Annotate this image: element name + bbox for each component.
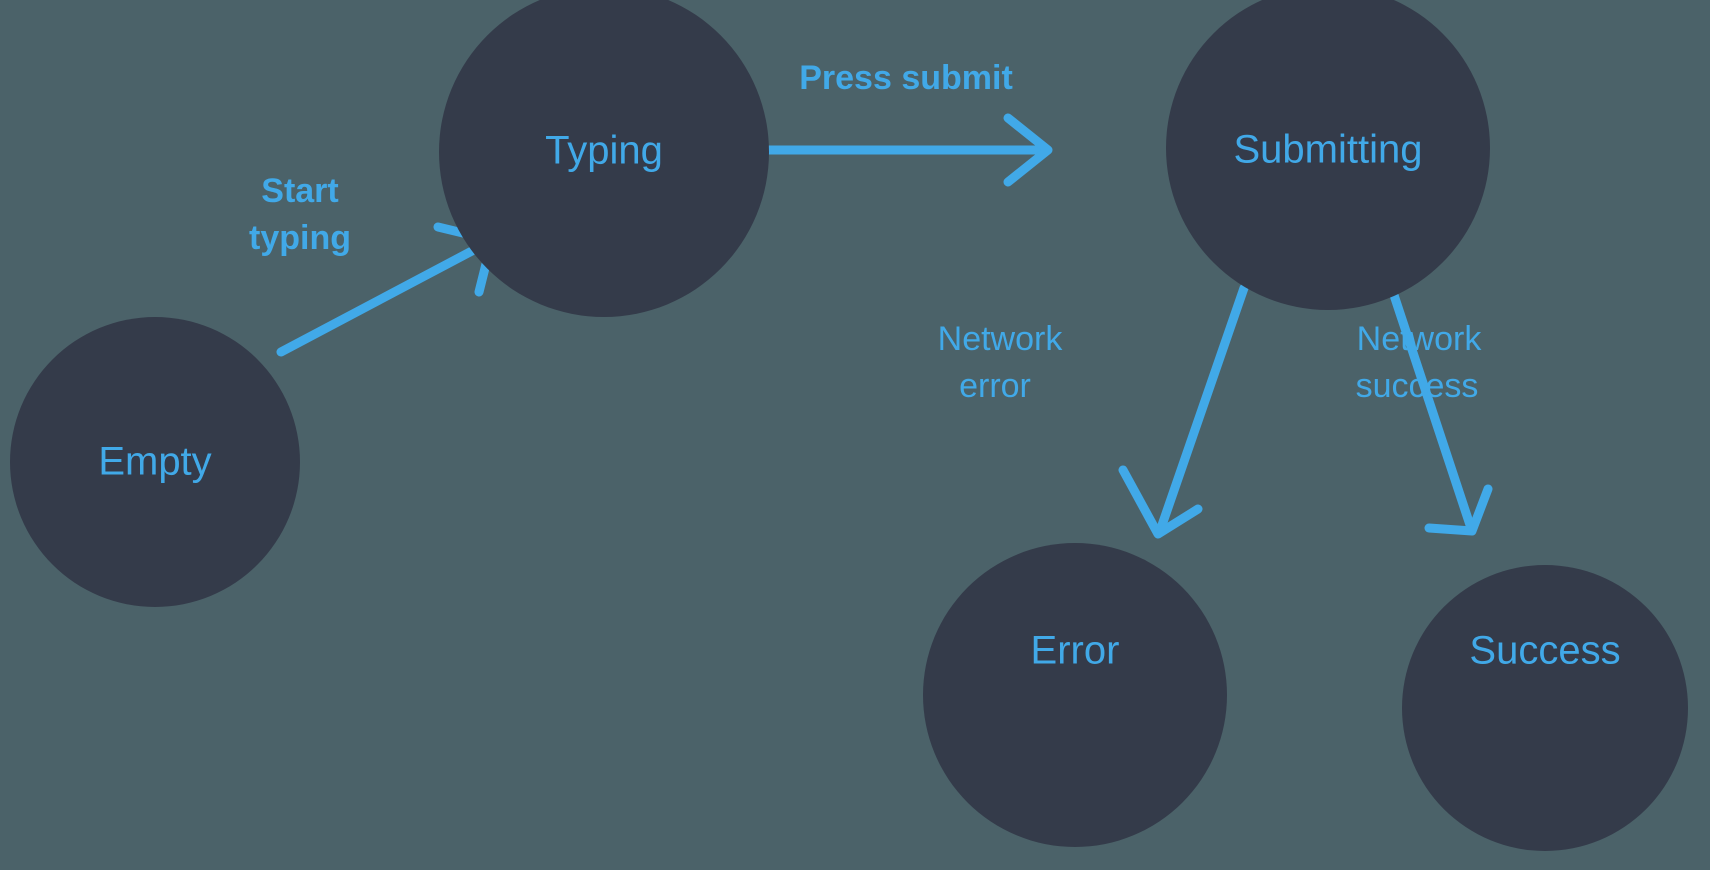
network-success-arrow-head xyxy=(1424,484,1493,536)
state-label-submitting: Submitting xyxy=(1234,128,1423,172)
state-label-empty: Empty xyxy=(98,440,211,484)
start-typing-label-line2: typing xyxy=(249,219,351,257)
network-success-arrow-line xyxy=(1383,272,1475,530)
network-error-arrow-head xyxy=(1118,465,1203,539)
network-success-label-line2: success xyxy=(1356,367,1479,405)
state-node-empty[interactable]: Empty xyxy=(10,317,300,607)
network-error-arrow-line xyxy=(1156,283,1249,533)
start-typing-arrow-line xyxy=(276,238,492,357)
state-circle-empty xyxy=(10,317,300,607)
state-circle-submitting xyxy=(1166,0,1490,310)
transition-press-submit[interactable] xyxy=(761,113,1053,187)
state-node-typing[interactable]: Typing xyxy=(439,0,769,317)
transition-label-network-error: Network error xyxy=(938,320,1064,405)
transition-network-success[interactable] xyxy=(1383,272,1493,536)
transition-label-network-success: Network success xyxy=(1356,320,1483,405)
state-node-error[interactable]: Error xyxy=(923,543,1227,847)
network-success-label-line1: Network xyxy=(1357,320,1483,358)
transition-label-press-submit: Press submit xyxy=(799,59,1013,97)
state-label-typing: Typing xyxy=(545,129,663,173)
start-typing-label-line1: Start xyxy=(261,172,338,210)
state-label-error: Error xyxy=(1031,629,1120,673)
state-node-submitting[interactable]: Submitting xyxy=(1166,0,1490,310)
state-circle-typing xyxy=(439,0,769,317)
transition-label-start-typing: Start typing xyxy=(249,172,351,257)
transition-network-error[interactable] xyxy=(1118,283,1249,539)
state-node-success[interactable]: Success xyxy=(1402,565,1688,851)
press-submit-label: Press submit xyxy=(799,59,1013,97)
press-submit-arrow-head xyxy=(1003,113,1053,187)
state-circle-success xyxy=(1402,565,1688,851)
network-error-label-line1: Network xyxy=(938,320,1064,358)
state-circle-error xyxy=(923,543,1227,847)
network-error-label-line2: error xyxy=(959,367,1031,405)
state-label-success: Success xyxy=(1469,629,1620,673)
